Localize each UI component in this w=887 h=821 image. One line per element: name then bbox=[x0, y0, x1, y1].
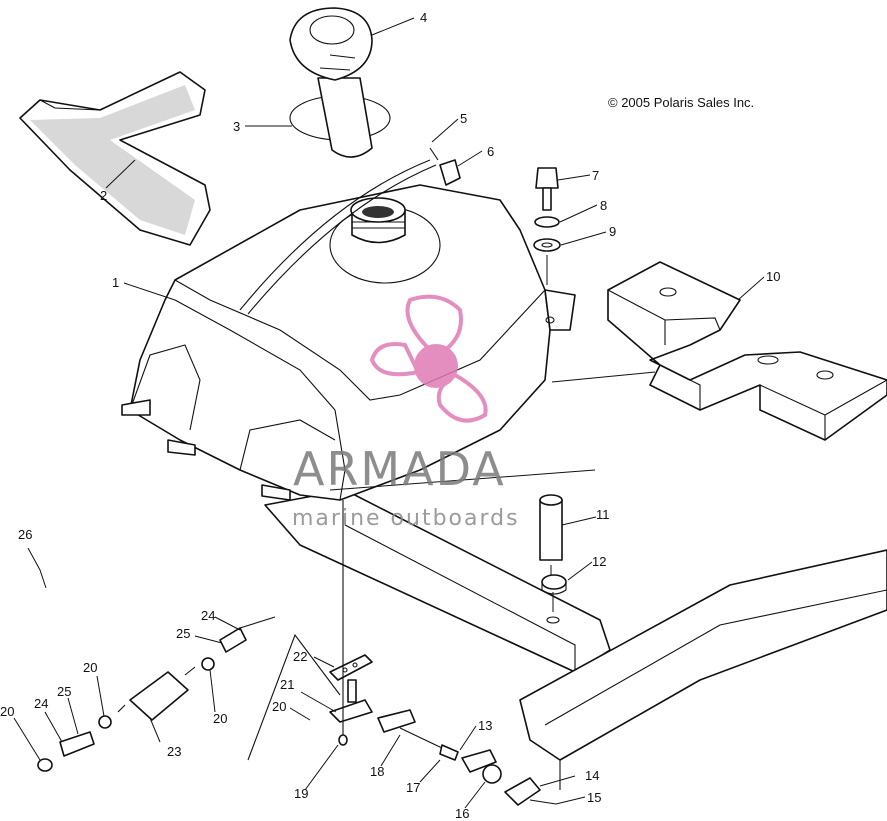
callout-labels: 1 2 3 4 5 6 7 8 9 10 11 12 13 14 15 16 1… bbox=[0, 10, 780, 821]
fuel-tank bbox=[121, 159, 576, 501]
callout-14: 14 bbox=[585, 768, 599, 783]
callout-20-filter-right: 20 bbox=[213, 711, 227, 726]
callout-6: 6 bbox=[487, 144, 494, 159]
leader-lines bbox=[13, 17, 765, 809]
callout-21: 21 bbox=[280, 677, 294, 692]
bolt-washers bbox=[533, 167, 561, 285]
mounting-pad bbox=[329, 261, 887, 491]
callout-25-lower: 25 bbox=[57, 684, 71, 699]
callout-12: 12 bbox=[592, 554, 606, 569]
callout-2: 2 bbox=[100, 188, 107, 203]
callout-23: 23 bbox=[167, 744, 181, 759]
callout-20-valve: 20 bbox=[272, 699, 286, 714]
callout-24-lower: 24 bbox=[34, 696, 48, 711]
watermark-brand: ARMADA bbox=[293, 442, 506, 496]
callout-13: 13 bbox=[478, 718, 492, 733]
callout-22: 22 bbox=[293, 649, 307, 664]
propeller-logo-icon bbox=[369, 294, 488, 423]
fuel-filter-assembly bbox=[37, 616, 341, 772]
fuel-valve-assembly bbox=[329, 500, 557, 806]
filler-neck-cap bbox=[289, 7, 391, 158]
callout-16: 16 bbox=[455, 806, 469, 821]
callout-1: 1 bbox=[112, 275, 119, 290]
callout-25: 25 bbox=[176, 626, 190, 641]
callout-5: 5 bbox=[460, 111, 467, 126]
vent-fitting bbox=[429, 147, 461, 186]
copyright-notice: © 2005 Polaris Sales Inc. bbox=[608, 95, 754, 110]
frame-rails bbox=[264, 489, 887, 790]
callout-8: 8 bbox=[600, 198, 607, 213]
callout-10: 10 bbox=[766, 269, 780, 284]
callout-20-far-left: 20 bbox=[0, 704, 14, 719]
callout-15: 15 bbox=[587, 790, 601, 805]
watermark: ARMADA marine outboards bbox=[292, 294, 520, 531]
watermark-tagline: marine outboards bbox=[292, 506, 520, 531]
callout-20-filter-left: 20 bbox=[83, 660, 97, 675]
callout-24: 24 bbox=[201, 608, 215, 623]
spacers bbox=[539, 494, 567, 612]
foam-pad bbox=[19, 71, 211, 246]
callout-9: 9 bbox=[609, 224, 616, 239]
callout-4: 4 bbox=[420, 10, 427, 25]
callout-19: 19 bbox=[294, 786, 308, 801]
callout-7: 7 bbox=[592, 168, 599, 183]
callout-11: 11 bbox=[596, 507, 610, 522]
callout-3: 3 bbox=[233, 119, 240, 134]
callout-17: 17 bbox=[406, 780, 420, 795]
callout-26: 26 bbox=[18, 527, 32, 542]
callout-18: 18 bbox=[370, 764, 384, 779]
